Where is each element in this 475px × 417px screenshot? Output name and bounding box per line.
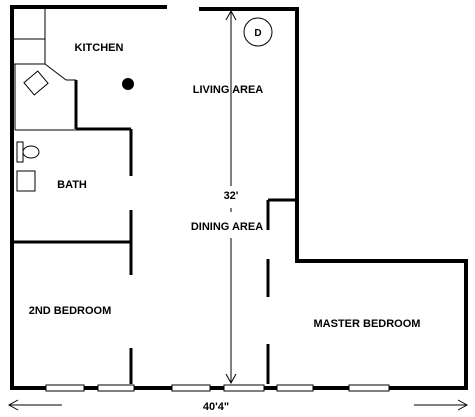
appliance-label: D: [254, 28, 261, 39]
second-bedroom-label: 2ND BEDROOM: [29, 305, 112, 317]
windows: [45, 384, 390, 392]
dryer-icon: [243, 17, 273, 47]
window: [223, 384, 265, 392]
window: [348, 384, 390, 392]
living-area-label: LIVING AREA: [193, 84, 264, 96]
bath-sink: [16, 170, 36, 192]
window: [45, 384, 85, 392]
kitchen-light: [122, 78, 134, 90]
dining-area-label: DINING AREA: [191, 221, 263, 233]
interior-walls: [12, 80, 297, 384]
master-bedroom-label: MASTER BEDROOM: [314, 318, 421, 330]
width-dimension-label: 40'4": [203, 401, 229, 413]
kitchen-label: KITCHEN: [75, 42, 124, 54]
height-dimension-arrow: [225, 9, 237, 385]
exterior-walls: [10, 5, 468, 390]
kitchen-counters: [12, 9, 76, 131]
window: [97, 384, 135, 392]
bath-label: BATH: [57, 179, 87, 191]
height-dimension-label: 32': [224, 190, 239, 202]
width-dimension-arrow: [7, 399, 469, 411]
toilet: [16, 141, 40, 163]
window: [171, 384, 211, 392]
kitchen-sink: [23, 70, 49, 96]
window: [276, 384, 314, 392]
